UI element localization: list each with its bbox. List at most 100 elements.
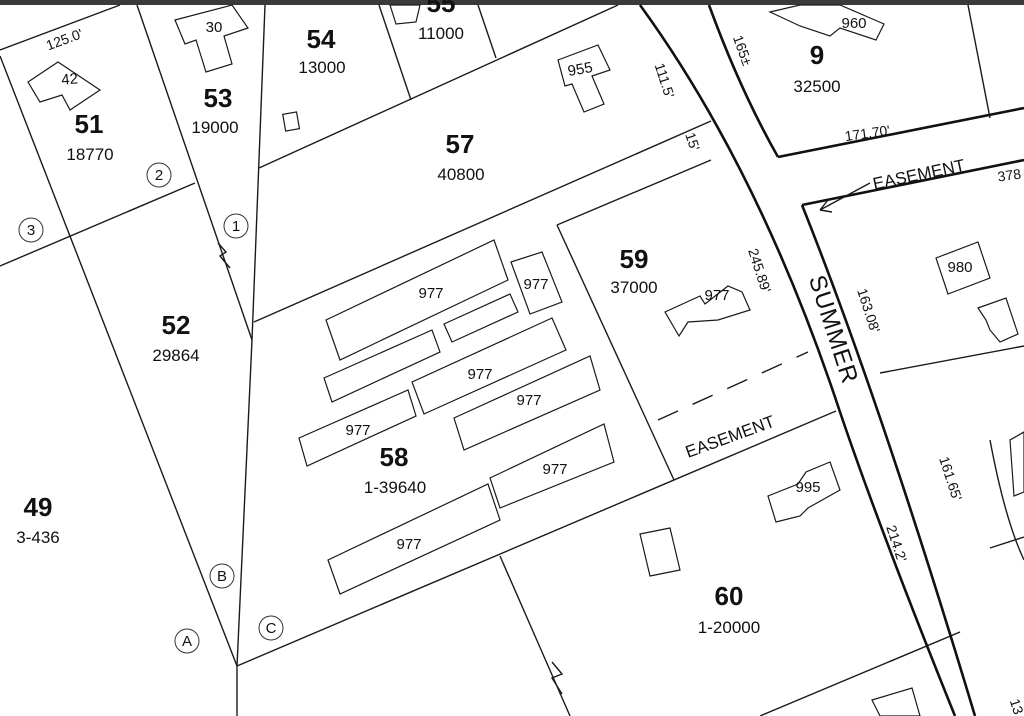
parcel-number: 59 <box>620 244 649 274</box>
lot-line <box>253 120 712 323</box>
building-980 <box>935 241 991 295</box>
lot-line <box>236 339 253 667</box>
lot-line <box>477 4 497 59</box>
lot-line <box>136 4 253 341</box>
easement-arrow <box>819 182 871 213</box>
dimension-label: 15' <box>682 130 703 152</box>
easement-line <box>657 351 809 421</box>
parcel-area: 3-436 <box>16 528 59 547</box>
summer-road-east-edge <box>800 204 977 716</box>
parcel-number: 54 <box>307 24 336 54</box>
lot-line <box>236 410 837 667</box>
dimension-label: 378 <box>997 165 1023 184</box>
dimension-label: 171.70' <box>844 122 891 144</box>
easement-label: EASEMENT <box>871 156 966 194</box>
building-number: 977 <box>345 422 370 439</box>
building-number: 955 <box>566 59 594 80</box>
dimension-label: 111.5' <box>652 61 678 100</box>
lot-line <box>258 4 619 169</box>
building-number: 995 <box>795 479 820 496</box>
building-number: 977 <box>542 461 567 478</box>
marker-circle <box>146 162 172 188</box>
dimension-label: 165± <box>730 33 756 68</box>
building-977-unit <box>411 317 567 415</box>
parcel-area: 1-39640 <box>364 478 426 497</box>
parcel-area: 32500 <box>793 77 840 96</box>
lot-line <box>556 224 675 481</box>
building-42 <box>27 61 102 111</box>
dimension-labels: 125.0' 111.5' 15' 165± 171.70' 245.89' 1… <box>44 25 1024 716</box>
road-edge <box>989 439 1024 561</box>
lot-line <box>879 345 1024 374</box>
building-number: 977 <box>516 392 541 409</box>
dimension-label: 163.08' <box>854 286 883 334</box>
marker-circle <box>209 563 235 589</box>
building-977-unit <box>489 423 615 509</box>
parcel-number: 57 <box>446 129 475 159</box>
break-symbol <box>217 242 231 269</box>
parcel-area: 11000 <box>418 24 464 43</box>
lot-line <box>0 4 121 51</box>
building-995 <box>767 461 841 523</box>
building-number: 980 <box>947 259 972 276</box>
lot-line <box>556 159 712 226</box>
dimension-label: 13 <box>1007 697 1024 716</box>
easement-label: EASEMENT <box>683 412 777 462</box>
building-number: 42 <box>61 70 79 88</box>
lot-line <box>499 555 571 716</box>
building-977-unit <box>453 355 601 451</box>
dimension-label: 125.0' <box>44 25 85 53</box>
marker-label: 1 <box>232 218 240 235</box>
parcel-area: 13000 <box>298 58 345 77</box>
marker-label: C <box>266 620 277 637</box>
shed <box>282 111 301 132</box>
building-partial <box>871 687 921 716</box>
building-977-unit <box>510 251 563 315</box>
parcel-number: 49 <box>24 492 53 522</box>
building-partial-east <box>1009 431 1024 497</box>
building-977-unit <box>327 483 501 595</box>
lot-line <box>0 55 238 667</box>
lot-line <box>0 182 196 267</box>
outbuilding <box>639 527 681 577</box>
parcel-number: 53 <box>204 83 233 113</box>
lot-line <box>759 631 961 716</box>
building-977-house <box>664 285 751 338</box>
road-edge <box>707 4 780 158</box>
summer-road-west-edge <box>638 4 957 716</box>
parcel-labels: 49 3-436 51 18770 52 29864 53 19000 54 1… <box>16 0 840 637</box>
building-977-unit <box>443 293 519 343</box>
building-number: 977 <box>396 536 421 553</box>
building-960 <box>768 4 885 41</box>
marker-label: B <box>217 568 227 585</box>
lot-line <box>967 4 991 119</box>
parcel-area: 37000 <box>610 278 657 297</box>
parcel-number: 51 <box>75 109 104 139</box>
top-border-bar <box>0 0 1024 5</box>
buildings <box>27 4 1024 716</box>
lot-line <box>378 4 412 101</box>
road-edge <box>801 158 1024 207</box>
road-lines <box>638 4 1024 716</box>
building-small-east <box>977 297 1019 343</box>
dimension-label: 161.65' <box>936 454 965 502</box>
marker-label: 2 <box>155 167 163 184</box>
building-30 <box>174 4 249 73</box>
building-977-unit <box>298 389 417 467</box>
building-labels: 42 30 955 960 977 977 977 977 977 977 97… <box>61 15 973 553</box>
building-partial-55 <box>389 4 421 25</box>
lot-lines <box>0 4 1024 716</box>
building-977-unit <box>325 239 509 361</box>
parcel-area: 1-20000 <box>698 618 760 637</box>
parcel-number: 9 <box>810 40 824 70</box>
marker-circle <box>223 213 249 239</box>
building-number: 30 <box>206 19 223 36</box>
parcel-area: 18770 <box>66 145 113 164</box>
lot-line <box>989 536 1024 549</box>
marker-label: A <box>182 633 192 650</box>
road-edge <box>777 106 1024 159</box>
building-955 <box>557 44 611 113</box>
building-number: 977 <box>523 276 548 293</box>
parcel-number: 60 <box>715 581 744 611</box>
